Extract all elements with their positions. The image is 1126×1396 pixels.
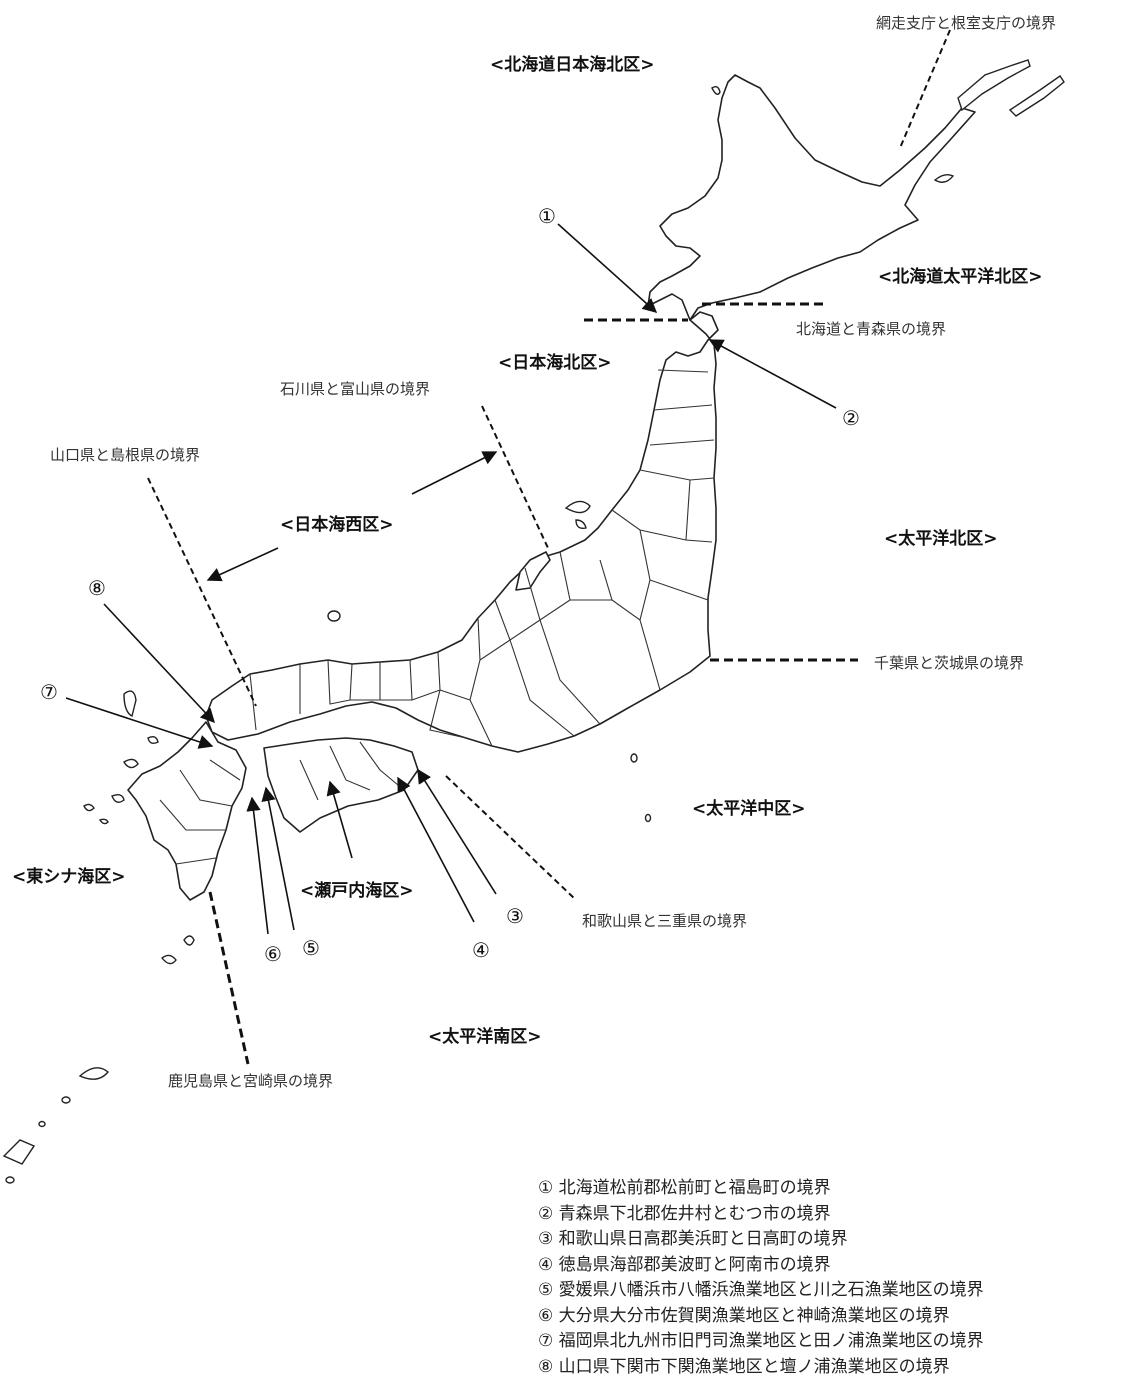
kyushu-island xyxy=(127,721,247,901)
yakushima-island xyxy=(161,954,177,965)
legend-item: ④ 徳島県海部郡美波町と阿南市の境界 xyxy=(538,1254,831,1275)
oki-island xyxy=(327,610,341,622)
okinawa-island xyxy=(2,1139,36,1165)
marker-8: ⑧ xyxy=(88,576,106,600)
legend: ① 北海道松前郡松前町と福島町の境界 ② 青森県下北郡佐井村とむつ市の境界 ③ … xyxy=(538,1176,984,1380)
region-label-pacific-north: <太平洋北区> xyxy=(884,529,998,549)
region-label-east-china-sea: <東シナ海区> xyxy=(12,867,126,887)
legend-item: ① 北海道松前郡松前町と福島町の境界 xyxy=(538,1178,831,1198)
izu-island xyxy=(644,813,652,823)
hokkaido-island xyxy=(647,74,976,321)
rishiri-island xyxy=(711,85,721,95)
iki-island xyxy=(147,735,159,745)
izu-island xyxy=(630,753,638,763)
boundary-line-yamaguchi-shimane xyxy=(147,477,257,707)
boundary-line-abashiri-nemuro xyxy=(899,29,951,149)
boundary-line-kagoshima-miyazaki xyxy=(208,891,250,1065)
marker-6: ⑥ xyxy=(264,942,282,966)
arrow-marker-4 xyxy=(397,776,475,923)
koshiki-island xyxy=(83,803,95,812)
legend-item: ② 青森県下北郡佐井村とむつ市の境界 xyxy=(538,1203,831,1224)
boundary-line-wakayama-mie xyxy=(445,775,577,901)
marker-3: ③ xyxy=(506,904,524,928)
marker-4: ④ xyxy=(472,938,490,962)
legend-item: ⑦ 福岡県北九州市旧門司漁業地区と田ノ浦漁業地区の境界 xyxy=(538,1331,984,1351)
arrow-marker-8 xyxy=(103,603,215,724)
arrow-marker-7 xyxy=(65,697,214,749)
boundary-label-wakayama-mie: 和歌山県と三重県の境界 xyxy=(582,912,748,930)
tsushima-island xyxy=(123,690,137,718)
region-label-seto-inland-sea: <瀬戸内海区> xyxy=(300,881,414,901)
boundary-label-ishikawa-toyama: 石川県と富山県の境界 xyxy=(280,380,431,398)
arrow-marker-5 xyxy=(261,786,295,931)
boundary-label-hokkaido-aomori: 北海道と青森県の境界 xyxy=(796,320,947,338)
arrow-marker-3 xyxy=(417,768,497,895)
etorofu-island xyxy=(1008,75,1065,117)
koshiki-island xyxy=(98,818,109,825)
arrow-marker-2 xyxy=(708,339,837,409)
marker-1: ① xyxy=(538,204,556,228)
legend-item: ⑥ 大分県大分市佐賀関漁業地区と神崎漁業地区の境界 xyxy=(538,1305,950,1326)
tanegashima-island xyxy=(183,935,195,946)
boundary-line-ishikawa-toyama xyxy=(481,405,549,549)
region-label-hokkaido-pacific-north: <北海道太平洋北区> xyxy=(878,267,1043,287)
boundary-label-abashiri-nemuro: 網走支庁と根室支庁の境界 xyxy=(876,14,1057,32)
goto-island xyxy=(123,758,139,769)
arrow-marker-6 xyxy=(246,796,269,935)
boundary-label-kagoshima-miyazaki: 鹿児島県と宮崎県の境界 xyxy=(168,1072,334,1090)
region-label-sea-of-japan-north: <日本海北区> xyxy=(498,353,612,373)
marker-7: ⑦ xyxy=(40,680,58,704)
marker-5: ⑤ xyxy=(302,936,320,960)
arrow-marker-1 xyxy=(557,223,658,313)
marker-2: ② xyxy=(842,406,860,430)
arrow-seto xyxy=(326,780,353,859)
prefecture-boundaries xyxy=(159,369,715,865)
legend-item: ③ 和歌山県日高郡美浜町と日高町の境界 xyxy=(538,1229,848,1249)
ryukyu-island xyxy=(38,1120,46,1128)
noto-peninsula xyxy=(515,551,551,591)
legend-item: ⑧ 山口県下関市下関漁業地区と壇ノ浦漁業地区の境界 xyxy=(538,1356,950,1377)
sado-island xyxy=(564,500,591,530)
legend-item: ⑤ 愛媛県八幡浜市八幡浜漁業地区と川之石漁業地区の境界 xyxy=(538,1280,984,1300)
ryukyu-island xyxy=(61,1096,71,1104)
region-label-hokkaido-sea-of-japan-north: <北海道日本海北区> xyxy=(490,55,655,75)
region-label-pacific-central: <太平洋中区> xyxy=(692,799,806,819)
ryukyu-island xyxy=(5,1176,15,1184)
shikotan-island xyxy=(933,173,955,183)
region-label-pacific-south: <太平洋南区> xyxy=(428,1027,542,1047)
amami-island xyxy=(78,1067,109,1080)
boundary-label-yamaguchi-shimane: 山口県と島根県の境界 xyxy=(50,446,201,464)
goto-island xyxy=(111,793,125,803)
region-label-sea-of-japan-west: <日本海西区> xyxy=(280,515,394,535)
boundary-label-chiba-ibaraki: 千葉県と茨城県の境界 xyxy=(874,654,1025,672)
arrow-yamaguchi-shimane xyxy=(206,547,279,582)
arrow-ishikawa-toyama xyxy=(411,451,498,495)
kunashiri-island xyxy=(957,59,1031,112)
